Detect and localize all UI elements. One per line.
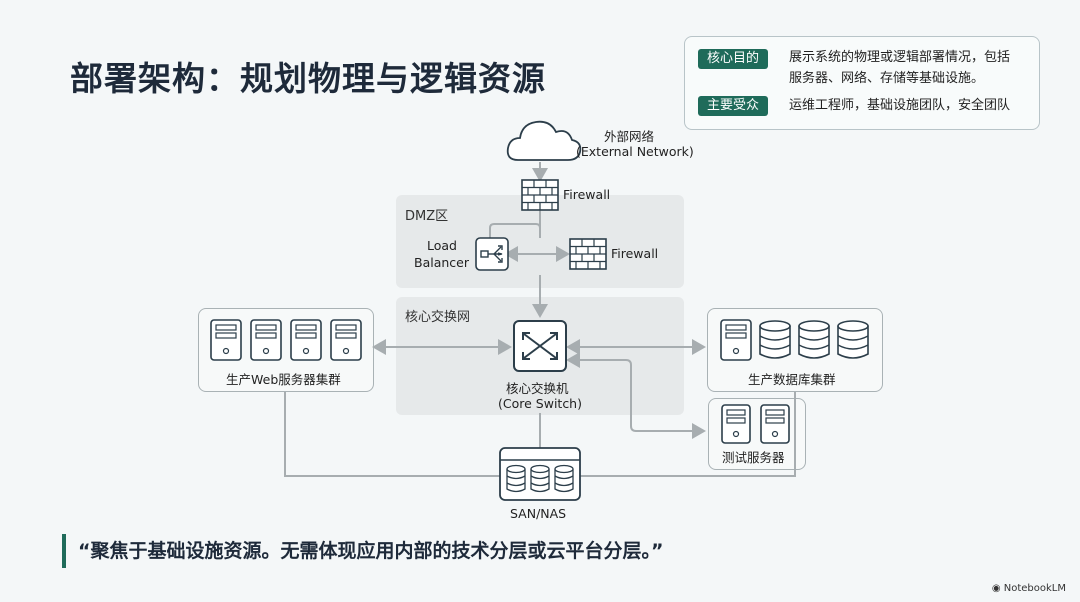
cloud-icon [506, 120, 582, 161]
quote-text: “聚焦于基础设施资源。无需体现应用内部的技术分层或云平台分层。” [62, 534, 663, 568]
load-balancer-icon [475, 237, 509, 271]
server-icon [721, 404, 751, 444]
firewall-icon-top [521, 179, 559, 211]
storage-label: SAN/NAS [510, 506, 567, 521]
web-server-icons [210, 319, 362, 361]
server-icon [250, 319, 282, 361]
load-balancer-sublabel: Balancer [414, 255, 469, 270]
audience-text: 运维工程师，基础设施团队，安全团队 [789, 98, 1011, 113]
test-servers-label: 测试服务器 [722, 450, 785, 465]
brand-name: NotebookLM [1003, 583, 1066, 594]
storage-icon [499, 447, 581, 501]
external-network-sublabel: (External Network) [576, 144, 694, 159]
server-icon [760, 404, 790, 444]
purpose-text-line-1: 展示系统的物理或逻辑部署情况，包括 [789, 50, 1011, 65]
info-panel: 核心目的 展示系统的物理或逻辑部署情况，包括 服务器、网络、存储等基础设施。 主… [684, 36, 1040, 130]
core-switch-label: 核心交换机 [506, 381, 569, 396]
server-icon [330, 319, 362, 361]
firewall-icon-dmz [569, 238, 607, 270]
firewall-top-label: Firewall [563, 187, 611, 202]
audience-tag: 主要受众 [698, 96, 768, 116]
db-cluster-label: 生产数据库集群 [748, 372, 836, 387]
db-cluster-icons [720, 319, 869, 361]
purpose-tag: 核心目的 [698, 49, 768, 69]
purpose-text-line-2: 服务器、网络、存储等基础设施。 [789, 71, 985, 86]
firewall-dmz-label: Firewall [611, 246, 659, 261]
external-network-label: 外部网络 [604, 129, 655, 144]
page-title: 部署架构：规划物理与逻辑资源 [70, 59, 546, 98]
core-switch-sublabel: (Core Switch) [498, 396, 582, 411]
connectors [284, 162, 796, 477]
server-icon [290, 319, 322, 361]
web-cluster-label: 生产Web服务器集群 [226, 372, 341, 387]
load-balancer-label: Load [427, 238, 457, 253]
core-zone-label: 核心交换网 [405, 310, 471, 325]
brand-logo-icon: ◉ [991, 583, 1001, 594]
server-icon [210, 319, 242, 361]
core-switch-icon [513, 320, 567, 372]
database-icon [798, 320, 830, 359]
database-icon [837, 320, 869, 359]
database-icon [759, 320, 791, 359]
test-server-icons [721, 404, 790, 444]
brand-watermark: ◉ NotebookLM [992, 583, 1066, 594]
dmz-zone-label: DMZ区 [405, 209, 449, 224]
server-icon [720, 319, 752, 361]
